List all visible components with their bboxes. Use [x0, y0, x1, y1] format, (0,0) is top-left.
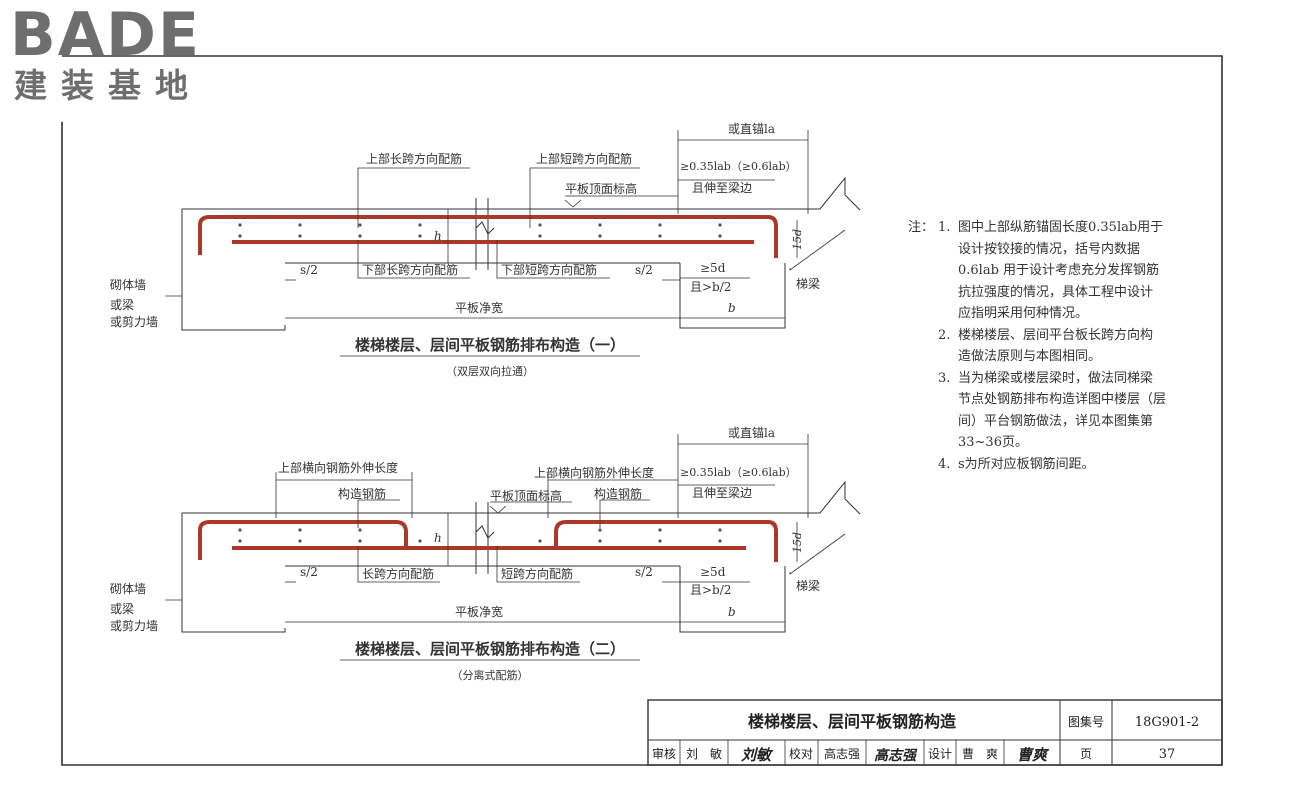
d2-top-elevation: 平板顶面标高 — [490, 488, 562, 503]
d2-s-half-left: s/2 — [300, 565, 318, 579]
note-text: 33~36页。 — [958, 435, 1028, 450]
note-4: 4.s为所对应板钢筋间距。 — [938, 456, 1095, 472]
d1-top-length-label: 上部长跨方向配筋 — [366, 151, 462, 166]
reviewer-name: 刘 敏 — [686, 746, 722, 761]
d2-thickness-h: h — [434, 531, 442, 545]
checker-signature: 高志强 — [874, 747, 918, 764]
page-number: 37 — [1159, 747, 1176, 762]
diagram-1: 上部长跨方向配筋 上部短跨方向配筋 平板顶面标高 或直锚la ≥0.35lab（… — [110, 121, 861, 378]
d1-leaders — [165, 130, 846, 357]
d2-wall-label-3: 或剪力墙 — [110, 618, 158, 633]
d1-anchor-alt: 或直锚la — [728, 121, 775, 136]
d2-beam-label: 梯梁 — [796, 578, 820, 593]
d1-subtitle: （双层双向拉通） — [446, 364, 534, 378]
d1-break-symbol — [475, 198, 495, 270]
d2-break-symbol — [475, 502, 495, 574]
check-label: 校对 — [789, 746, 813, 761]
d1-slab-break — [808, 176, 861, 211]
d1-anchor-main: ≥0.35lab（≥0.6lab） — [680, 160, 797, 173]
logo-subtitle: 建装基地 — [14, 66, 202, 105]
d2-title: 楼梯楼层、层间平板钢筋排布构造（二） — [355, 640, 625, 658]
d1-min-5d: ≥5d — [700, 261, 726, 275]
d1-anchor-note: 且伸至梁边 — [692, 180, 752, 195]
d2-beam-outline — [679, 566, 786, 633]
d2-wall-outline — [181, 513, 286, 633]
d1-title: 楼梯楼层、层间平板钢筋排布构造（一） — [355, 336, 625, 354]
d1-wall-label-1: 砌体墙 — [110, 278, 146, 292]
d2-slab-break — [808, 480, 861, 515]
note-text: 节点处钢筋排布构造详图中楼层（层 — [958, 392, 1167, 407]
d2-ext-right: 上部横向钢筋外伸长度 — [534, 465, 654, 480]
d1-wall-label-3: 或剪力墙 — [110, 314, 158, 329]
d1-top-short-label: 上部短跨方向配筋 — [536, 151, 632, 166]
d2-anchor-note: 且伸至梁边 — [692, 485, 752, 500]
d1-wall-outline — [181, 209, 286, 331]
d2-rebar-dots — [238, 528, 722, 543]
brand-logo: BADE 建装基地 — [10, 4, 250, 106]
d1-top-elevation: 平板顶面标高 — [565, 181, 637, 196]
d2-top-rebar-left — [198, 520, 408, 560]
designer-name: 曹 爽 — [962, 747, 998, 761]
d1-thickness-h: h — [434, 229, 442, 243]
d2-b: b — [728, 605, 736, 619]
d1-s-half-left: s/2 — [300, 263, 318, 277]
d2-anchor-main: ≥0.35lab（≥0.6lab） — [680, 466, 797, 479]
d2-wall-label-2: 或梁 — [110, 601, 134, 616]
d1-clear-width: 平板净宽 — [455, 300, 503, 315]
d1-beam-outline — [679, 263, 786, 329]
atlas-no-value: 18G901-2 — [1135, 715, 1199, 730]
note-text: 抗拉强度的情况，具体工程中设计 — [958, 284, 1154, 300]
d2-b-half: 且>b/2 — [690, 583, 731, 597]
d2-s-half-right: s/2 — [635, 565, 653, 579]
note-text: 间）平台钢筋做法，详见本图集第 — [958, 413, 1154, 429]
design-label: 设计 — [928, 747, 952, 761]
title-block — [647, 699, 1223, 766]
d2-short-label: 短跨方向配筋 — [501, 566, 573, 581]
d1-bottom-length-label: 下部长跨方向配筋 — [362, 262, 458, 277]
d1-b-half: 且>b/2 — [690, 280, 731, 294]
diagram-2: 上部横向钢筋外伸长度 上部横向钢筋外伸长度 构造钢筋 构造钢筋 平板顶面标高 或… — [110, 425, 861, 682]
sheet-main-title: 楼梯楼层、层间平板钢筋构造 — [748, 712, 957, 731]
reviewer-signature: 刘敏 — [741, 746, 774, 764]
d1-top-rebar — [198, 215, 778, 258]
d2-top-rebar-right — [554, 520, 778, 562]
page-label: 页 — [1080, 747, 1092, 761]
d2-hook-15d: 15d — [791, 532, 804, 553]
note-text: 设计按铰接的情况，括号内数据 — [958, 241, 1141, 257]
d2-wall-label-1: 砌体墙 — [110, 582, 146, 596]
checker-name: 高志强 — [824, 746, 860, 761]
d1-beam-label: 梯梁 — [796, 276, 820, 291]
d1-hook-15d: 15d — [791, 229, 804, 250]
designer-signature: 曹爽 — [1017, 746, 1050, 764]
review-label: 审核 — [652, 746, 676, 761]
d2-constr-left: 构造钢筋 — [338, 486, 386, 501]
d2-anchor-alt: 或直锚la — [728, 425, 775, 440]
note-3: 3.当为梯梁或楼层梁时，做法同梯梁 — [938, 370, 1154, 386]
title-block-text: 楼梯楼层、层间平板钢筋构造 图集号 18G901-2 审核 刘 敏 刘敏 校对 … — [652, 712, 1199, 764]
note-text: 0.6lab 用于设计考虑充分发挥钢筋 — [958, 263, 1160, 278]
d2-ext-left: 上部横向钢筋外伸长度 — [278, 460, 398, 475]
note-text: 造做法原则与本图相同。 — [958, 349, 1102, 364]
d2-clear-width: 平板净宽 — [455, 604, 503, 619]
atlas-no-label: 图集号 — [1068, 714, 1104, 729]
d1-s-half-right: s/2 — [635, 263, 653, 277]
d1-wall-label-2: 或梁 — [110, 297, 134, 312]
d2-leaders — [165, 434, 846, 661]
note-text: 应指明采用何种情况。 — [958, 306, 1089, 321]
d2-constr-right: 构造钢筋 — [594, 486, 642, 501]
d2-min-5d: ≥5d — [700, 565, 726, 579]
d2-subtitle: （分离式配筋） — [452, 668, 529, 682]
d1-b: b — [728, 301, 736, 315]
notes-block: 注： 1. 图中上部纵筋锚固长度0.35lab用于 设计按铰接的情况，括号内数据… — [908, 217, 1188, 475]
note-2: 2.楼梯楼层、层间平台板长跨方向构 — [938, 327, 1154, 343]
d1-rebar-dots — [238, 223, 722, 238]
d1-bottom-short-label: 下部短跨方向配筋 — [501, 262, 597, 277]
note-1: 注： 1. 图中上部纵筋锚固长度0.35lab用于 — [908, 217, 1188, 239]
notes-label: 注： — [908, 220, 935, 235]
d2-length-label: 长跨方向配筋 — [362, 566, 434, 581]
